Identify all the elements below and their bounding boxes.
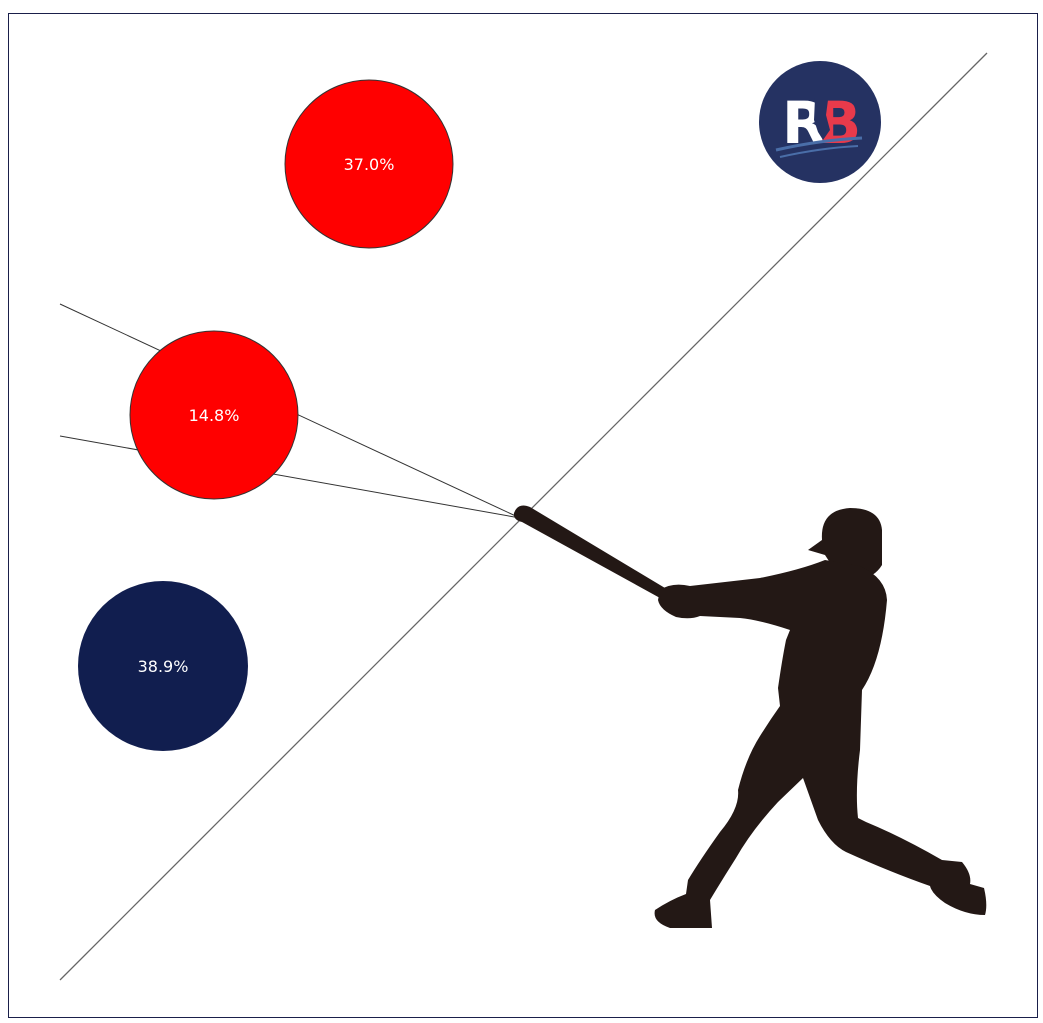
bubble-2	[78, 581, 248, 751]
rb-logo: R B	[759, 61, 881, 183]
spray-line-lower	[59, 435, 521, 519]
chart-frame	[8, 13, 1038, 1018]
bubble-1	[129, 330, 299, 500]
batter-silhouette	[513, 505, 987, 928]
bubble-label-1: 14.8%	[189, 406, 240, 425]
bubble-group: 37.0% 14.8% 38.9%	[78, 79, 454, 751]
bubble-0	[284, 79, 454, 249]
bubble-label-0: 37.0%	[344, 155, 395, 174]
bubble-label-2: 38.9%	[138, 657, 189, 676]
